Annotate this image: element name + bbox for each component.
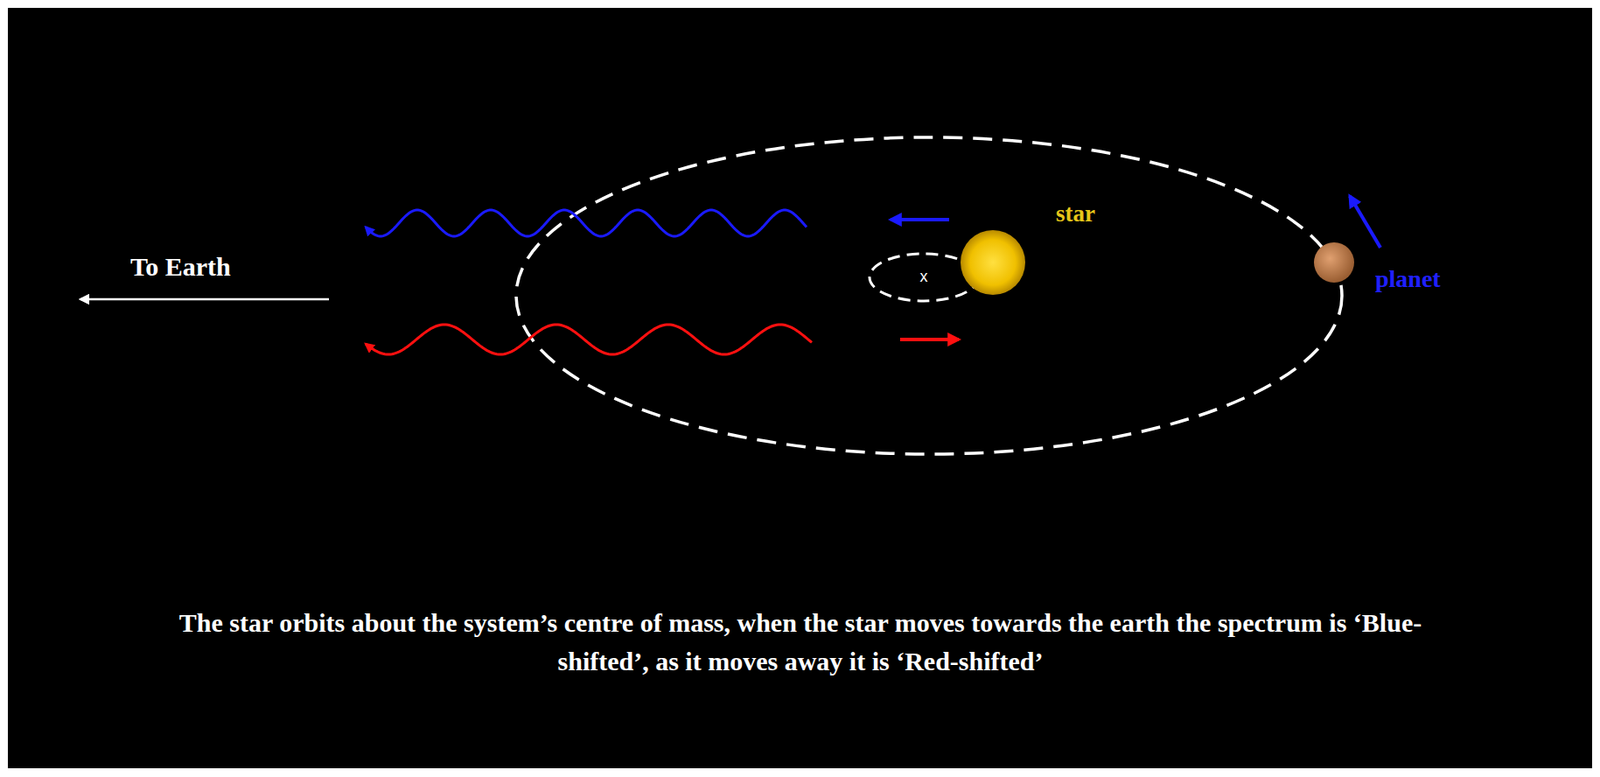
planet-orbit [516,137,1342,455]
node-label: planet [1375,265,1441,294]
earth-direction-arrow [80,298,329,301]
star-node: star [953,199,1120,301]
caption: The star orbits about the system’s centr… [153,603,1448,681]
blue-shifted-wave [365,209,807,237]
node-label: star [1055,201,1096,228]
direction-label: To Earth [130,251,231,282]
recede-arrow [900,337,959,342]
planet-motion-arrow [1349,195,1381,248]
red-shifted-wave [365,324,812,355]
planet-node: planet [1303,173,1514,292]
planet-disc [1313,242,1355,283]
node-label: x [920,268,929,287]
approach-arrow [890,217,950,222]
star-disc [960,230,1026,295]
